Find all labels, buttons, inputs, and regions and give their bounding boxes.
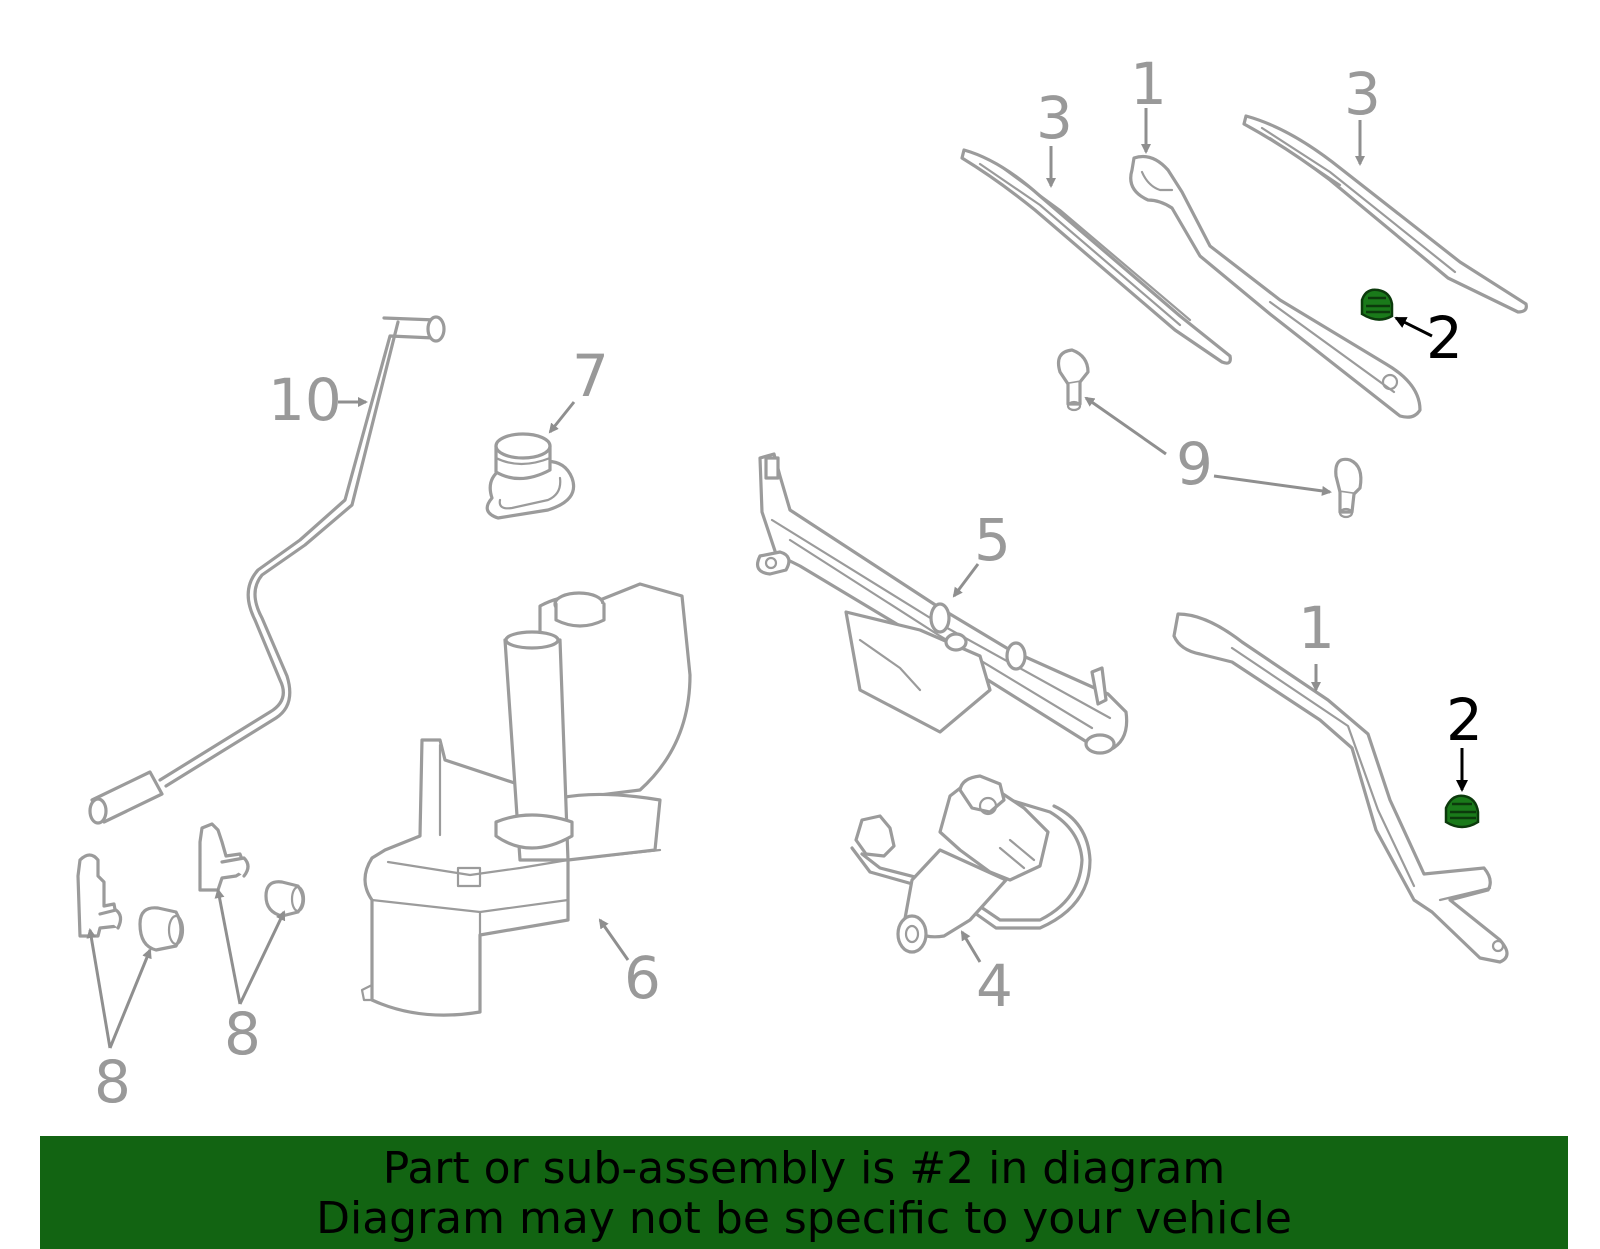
washer-nozzle-lower-part-9[interactable]	[1334, 457, 1363, 519]
washer-nozzle-upper-part-9[interactable]	[1056, 348, 1090, 412]
nut-lower-part-2[interactable]	[1444, 794, 1480, 829]
callout-9: 9	[1176, 430, 1213, 498]
callout-3-right: 3	[1344, 60, 1381, 128]
washer-hose-part-10[interactable]	[88, 315, 446, 825]
callout-8-left: 8	[94, 1048, 131, 1116]
reservoir-cap-part-7[interactable]	[485, 432, 576, 520]
callout-2-lower: 2	[1446, 686, 1483, 754]
callout-labels: 10 7 3 1 3 2 9 5 1 2 6 4 8 8	[94, 50, 1483, 1116]
banner-line-2: Diagram may not be specific to your vehi…	[316, 1193, 1292, 1244]
callout-2-upper: 2	[1426, 304, 1463, 372]
callout-5: 5	[974, 506, 1011, 574]
callout-10: 10	[268, 366, 342, 434]
washer-reservoir-part-6[interactable]	[360, 582, 692, 1017]
wiper-arm-lower-part-1[interactable]	[1172, 612, 1509, 964]
washer-pump-right-part-8[interactable]	[198, 822, 306, 918]
wiper-blade-right-part-3[interactable]	[1242, 114, 1528, 314]
nut-upper-part-2[interactable]	[1360, 288, 1394, 321]
callout-3-left: 3	[1036, 84, 1073, 152]
info-banner: Part or sub-assembly is #2 in diagram Di…	[40, 1136, 1568, 1249]
wiper-motor-part-4[interactable]	[850, 774, 1092, 954]
wiper-blade-left-part-3[interactable]	[960, 148, 1232, 365]
callout-1-lower: 1	[1298, 594, 1335, 662]
callout-7: 7	[572, 342, 609, 410]
callout-6: 6	[624, 944, 661, 1012]
banner-line-1: Part or sub-assembly is #2 in diagram	[382, 1143, 1226, 1194]
washer-pump-left-part-8[interactable]	[76, 853, 185, 952]
callout-1-upper: 1	[1130, 50, 1167, 118]
wiper-linkage-part-5[interactable]	[756, 452, 1129, 755]
callout-leaders	[86, 108, 1468, 1049]
wiper-arm-upper-part-1[interactable]	[1129, 154, 1422, 419]
callout-4: 4	[976, 952, 1013, 1020]
callout-8-right: 8	[224, 1000, 261, 1068]
